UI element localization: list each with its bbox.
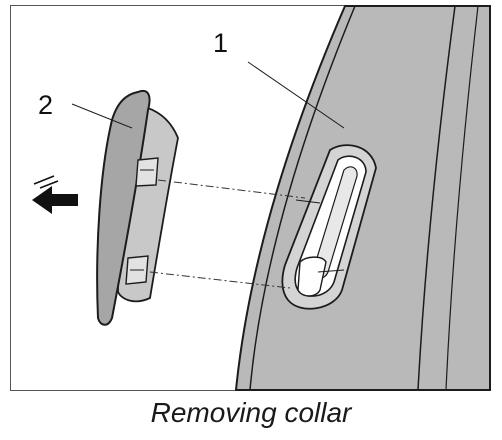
slot-detail-line xyxy=(295,199,321,204)
callout-1: 1 xyxy=(213,28,228,58)
alignment-line-lower xyxy=(149,271,291,289)
collar-clip-upper xyxy=(135,157,159,187)
callout-1-leader xyxy=(247,61,345,129)
slot-detail-line xyxy=(317,269,345,273)
callout-2-leader xyxy=(71,103,133,129)
glass-panel-right-edge xyxy=(417,5,456,391)
alignment-line-upper xyxy=(157,179,306,199)
motion-lines-icon xyxy=(33,175,59,189)
glass-panel-inner-edge xyxy=(249,5,356,391)
callout-2: 2 xyxy=(38,90,53,120)
figure-caption: Removing collar xyxy=(150,397,352,428)
slot-catch xyxy=(297,256,327,297)
collar xyxy=(96,90,179,326)
glass-slot xyxy=(281,144,377,310)
glass-panel-right-edge-2 xyxy=(445,5,479,391)
arrow-left-icon xyxy=(32,186,78,214)
